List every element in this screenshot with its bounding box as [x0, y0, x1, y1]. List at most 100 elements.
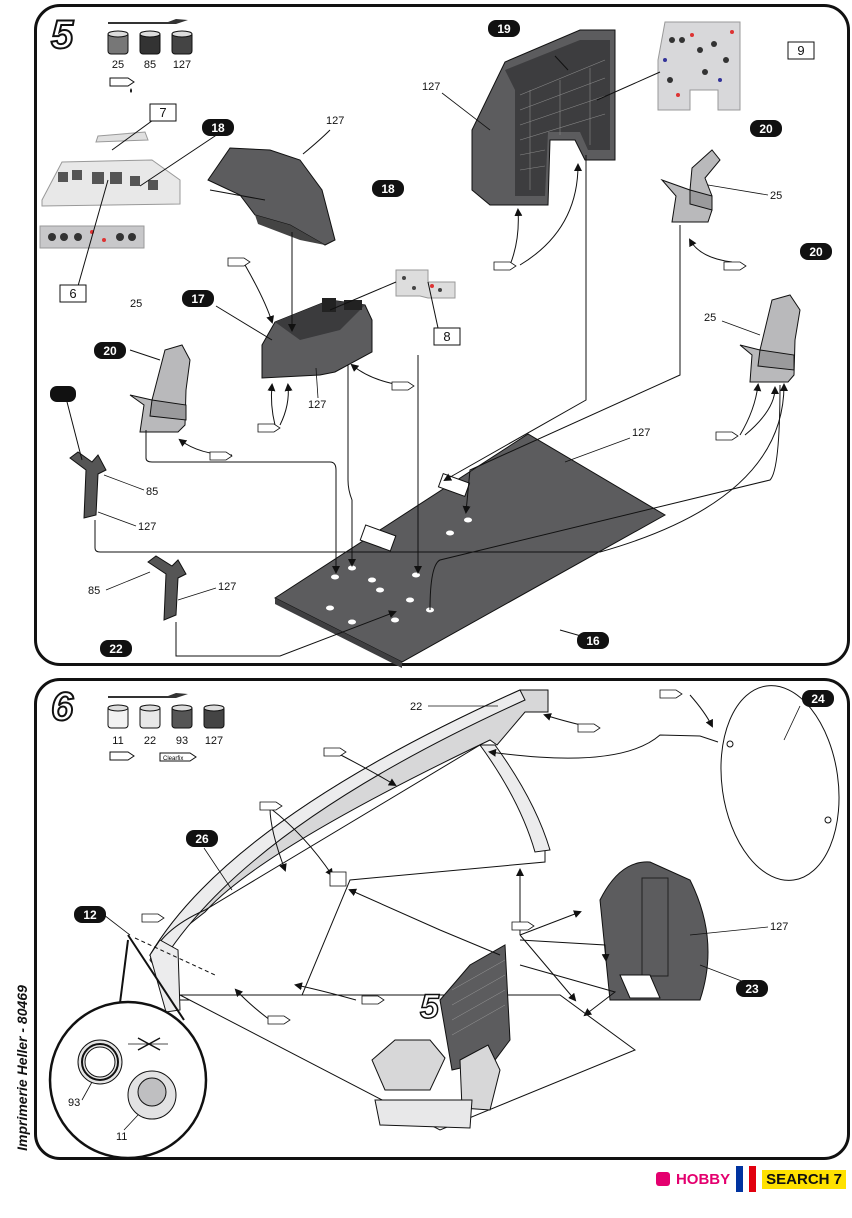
svg-text:9: 9 — [797, 43, 804, 58]
part-number: 18 — [202, 119, 234, 136]
svg-text:23: 23 — [745, 982, 759, 996]
paint-code: 22 — [144, 735, 156, 747]
svg-text:20: 20 — [759, 122, 773, 136]
clearfix-tube-icon: Clearfix — [159, 752, 197, 762]
svg-text:17: 17 — [191, 292, 205, 306]
paint-label: 127 — [138, 521, 156, 533]
svg-text:12: 12 — [83, 908, 97, 922]
part-number: 20 — [750, 120, 782, 137]
fuselage-side-part — [149, 744, 551, 1013]
decal-number: 8 — [433, 327, 461, 346]
glue-icons — [209, 257, 747, 461]
paint-pot-icon — [139, 704, 161, 729]
part-number: 20 — [94, 342, 126, 359]
clear-bulkhead-part — [720, 685, 840, 881]
decal-8 — [395, 269, 456, 299]
svg-text:18: 18 — [211, 121, 225, 135]
brand-text: SEARCH 7 — [762, 1169, 846, 1189]
decal-number: 9 — [787, 41, 815, 60]
paint-pot-icon — [107, 704, 129, 729]
paint-label: 127 — [632, 427, 650, 439]
paint-code: 25 — [112, 59, 124, 71]
paint-label: 11 — [116, 1131, 127, 1143]
paint-label: 22 — [410, 701, 422, 713]
decal-number: 7 — [149, 103, 177, 122]
paint-pot-icon — [139, 30, 161, 55]
flag-icon — [736, 1166, 757, 1192]
footer-brand: HOBBY SEARCH 7 — [655, 1166, 846, 1192]
paint-pot-icon — [171, 704, 193, 729]
decal-7 — [41, 131, 181, 207]
paint-pots: 11 22 93 127 — [107, 704, 225, 747]
paint-label: 127 — [218, 581, 236, 593]
svg-text:24: 24 — [811, 692, 825, 706]
no-glue-cross-icon — [128, 1037, 168, 1051]
instrument-panel-part — [471, 29, 616, 206]
paint-code: 127 — [205, 735, 223, 747]
part-number: 19 — [488, 20, 520, 37]
svg-text:22: 22 — [109, 642, 123, 656]
svg-text:16: 16 — [586, 634, 600, 648]
part-number: 12 — [74, 906, 106, 923]
pilot-seat-part — [129, 344, 191, 433]
printer-credit: Imprimerie Heller - 80469 — [14, 985, 30, 1151]
step-number: 5 — [50, 12, 74, 58]
paint-label: 127 — [308, 399, 326, 411]
step-number: 6 — [50, 684, 74, 730]
glare-shield-part — [207, 147, 336, 246]
pilot-seat-part — [660, 149, 721, 223]
paint-pots: 25 85 127 — [107, 30, 193, 71]
cockpit-subassembly: 5 — [371, 944, 511, 1129]
paint-label: 25 — [130, 298, 142, 310]
part-number: 23 — [736, 980, 768, 997]
svg-text:18: 18 — [381, 182, 395, 196]
paint-pot-icon — [171, 30, 193, 55]
svg-text:6: 6 — [69, 286, 76, 301]
paint-label: 85 — [88, 585, 100, 597]
paint-label: 85 — [146, 486, 158, 498]
paint-brush-icon — [108, 693, 188, 698]
svg-text:26: 26 — [195, 832, 209, 846]
svg-text:20: 20 — [103, 344, 117, 358]
subassembly-step-ref: 5 — [420, 988, 440, 1026]
lens-ring-part — [77, 1039, 123, 1085]
part-number: 18 — [372, 180, 404, 197]
hobbysearch-logo-icon — [655, 1172, 670, 1186]
svg-text:Clearfix: Clearfix — [163, 756, 183, 762]
part-number: 20 — [800, 243, 832, 260]
svg-text:19: 19 — [497, 22, 511, 36]
paint-label: 127 — [326, 115, 344, 127]
paint-code: 11 — [112, 735, 123, 747]
paint-brush-icon — [108, 19, 188, 24]
glue-icons — [141, 689, 683, 1025]
part-number: 26 — [186, 830, 218, 847]
fuselage-roof-part — [148, 689, 549, 956]
rear-bulkhead-part — [599, 861, 709, 1001]
glue-tube-icon — [109, 751, 135, 761]
glue-tube-icon — [109, 77, 135, 93]
paint-pot-icon — [107, 30, 129, 55]
paint-code: 127 — [173, 59, 191, 71]
brand-text: HOBBY — [675, 1170, 731, 1188]
paint-label: 25 — [770, 190, 782, 202]
center-console-part — [261, 298, 373, 379]
cockpit-floor-part — [273, 433, 667, 668]
paint-label: 25 — [704, 312, 716, 324]
paint-label: 127 — [770, 921, 788, 933]
part-number: 17 — [182, 290, 214, 307]
svg-text:20: 20 — [809, 245, 823, 259]
paint-pot-icon — [203, 704, 225, 729]
decal-number: 6 — [59, 284, 87, 303]
part-number — [50, 386, 76, 402]
paint-code: 85 — [144, 59, 156, 71]
control-column-part — [147, 555, 187, 621]
part-number: 22 — [100, 640, 132, 657]
paint-code: 93 — [176, 735, 188, 747]
page-number: 7 — [833, 1170, 842, 1188]
control-column-part — [69, 451, 107, 519]
decal-9 — [657, 21, 741, 111]
paint-label: 127 — [422, 81, 440, 93]
svg-text:8: 8 — [443, 329, 450, 344]
lamp-lens-part — [127, 1070, 177, 1120]
